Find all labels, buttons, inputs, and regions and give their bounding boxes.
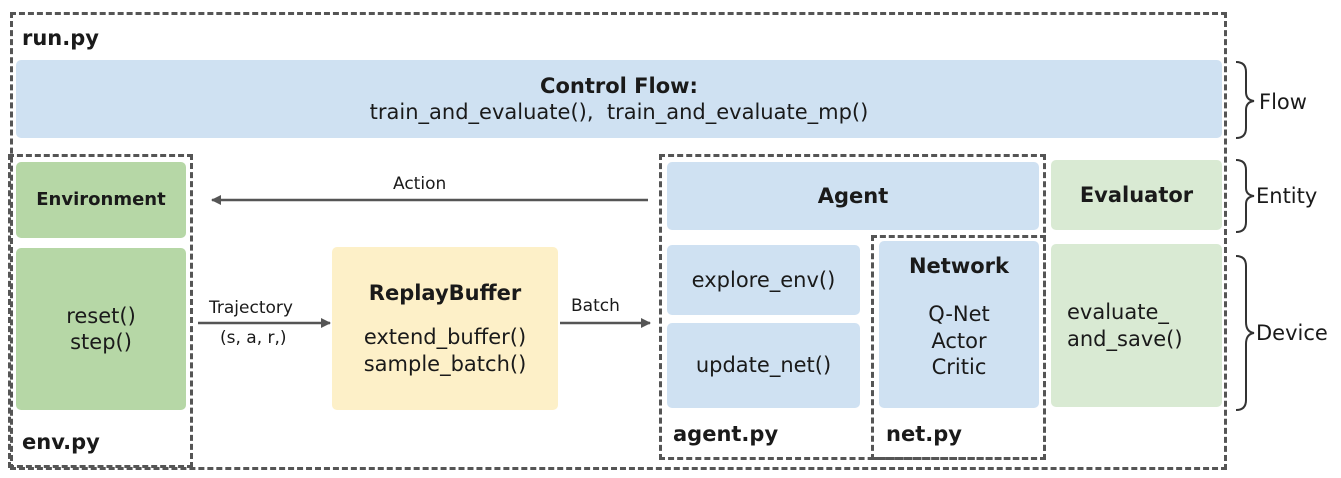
agent-box: Agent xyxy=(667,162,1039,230)
run-py-label: run.py xyxy=(22,26,99,50)
batch-label: Batch xyxy=(571,296,620,316)
device-brace xyxy=(1235,255,1255,411)
control-flow-title: Control Flow: xyxy=(540,73,698,98)
update-net-box: update_net() xyxy=(667,323,860,408)
replay-buffer-title: ReplayBuffer xyxy=(368,281,522,306)
critic-item: Critic xyxy=(931,354,987,379)
net-py-label: net.py xyxy=(886,422,962,446)
env-py-boundary xyxy=(8,154,193,468)
network-title: Network xyxy=(908,254,1009,278)
flow-brace xyxy=(1235,61,1255,139)
actor-item: Actor xyxy=(931,328,987,353)
explore-env-box: explore_env() xyxy=(667,245,860,315)
environment-box: Environment xyxy=(16,162,186,238)
entity-layer-label: Entity xyxy=(1256,184,1318,208)
reset-method: reset() xyxy=(66,303,136,328)
agent-title: Agent xyxy=(817,183,889,208)
sample-batch-method: sample_batch() xyxy=(363,351,527,376)
extend-buffer-method: extend_buffer() xyxy=(363,325,527,350)
step-method: step() xyxy=(70,330,132,354)
flow-layer-label: Flow xyxy=(1259,90,1307,114)
action-label: Action xyxy=(393,174,447,194)
agent-py-label: agent.py xyxy=(673,422,779,446)
control-flow-functions: train_and_evaluate(), train_and_evaluate… xyxy=(369,100,869,124)
env-py-label: env.py xyxy=(22,430,100,454)
replay-buffer-box: ReplayBuffer extend_buffer() sample_batc… xyxy=(332,247,558,410)
evaluator-title: Evaluator xyxy=(1079,182,1194,207)
evaluate-method-line1: evaluate_ xyxy=(1067,300,1169,325)
q-net-item: Q-Net xyxy=(928,302,990,327)
run-py-boundary xyxy=(10,12,1227,470)
device-layer-label: Device xyxy=(1256,321,1328,345)
network-box: Network Q-Net Actor Critic xyxy=(879,241,1039,408)
net-py-boundary xyxy=(871,235,1046,460)
control-flow-box: Control Flow: train_and_evaluate(), trai… xyxy=(16,60,1222,138)
trajectory-label: Trajectory xyxy=(209,298,293,318)
evaluator-methods-box: evaluate_ and_save() xyxy=(1051,244,1222,407)
entity-brace xyxy=(1235,159,1255,233)
explore-env-method: explore_env() xyxy=(691,267,836,292)
evaluate-method-line2: and_save() xyxy=(1067,326,1183,351)
environment-title: Environment xyxy=(36,188,166,210)
environment-methods-box: reset() step() xyxy=(16,248,186,410)
update-net-method: update_net() xyxy=(695,353,832,378)
trajectory-tuple-label: (s, a, r,) xyxy=(220,328,287,348)
evaluator-box: Evaluator xyxy=(1051,160,1222,230)
